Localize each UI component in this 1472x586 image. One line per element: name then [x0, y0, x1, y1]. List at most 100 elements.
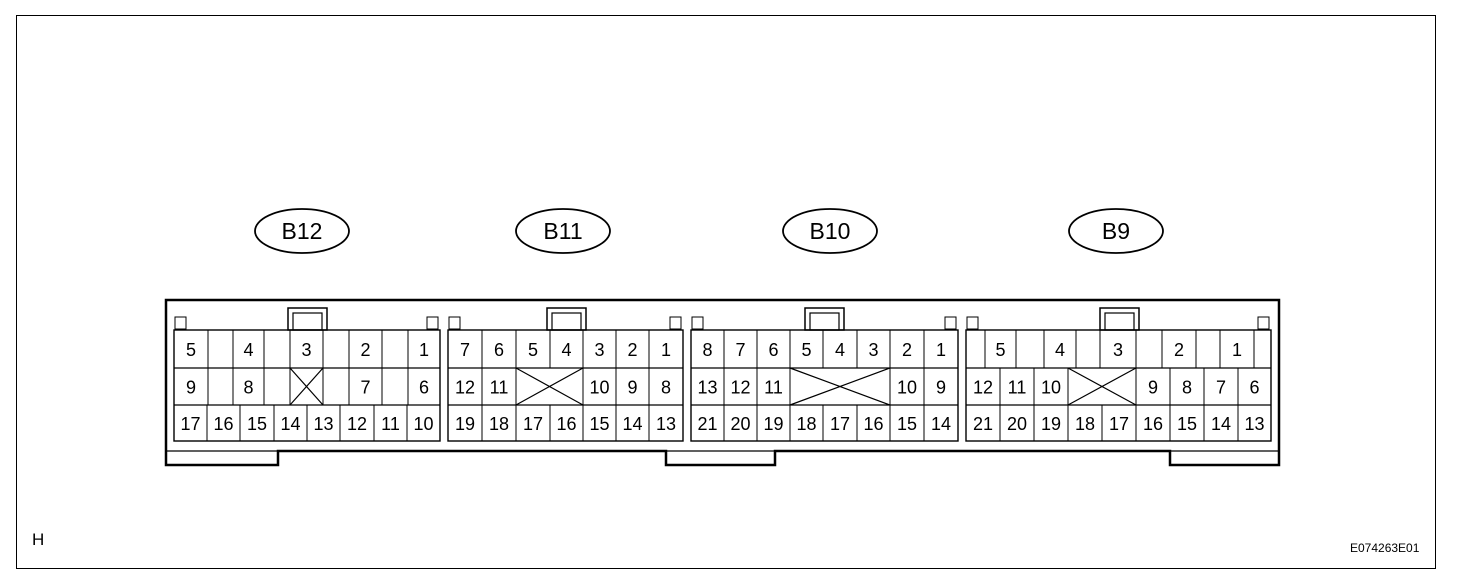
terminal-number: 4: [561, 340, 571, 360]
terminal-number: 16: [213, 414, 233, 434]
terminal-number: 17: [830, 414, 850, 434]
guide-notch: [448, 316, 461, 330]
terminal-number: 10: [589, 378, 609, 398]
terminal-block: [690, 329, 959, 442]
terminal-number: 5: [995, 340, 1005, 360]
terminal-number: 2: [627, 340, 637, 360]
terminal-number: 6: [1249, 378, 1259, 398]
terminal-number: 6: [768, 340, 778, 360]
terminal-number: 20: [730, 414, 750, 434]
terminal-number: 12: [973, 378, 993, 398]
corner-label: H: [32, 530, 45, 549]
terminal-number: 14: [1211, 414, 1231, 434]
terminal-number: 14: [622, 414, 642, 434]
terminal-number: 3: [594, 340, 604, 360]
terminal-number: 10: [1041, 378, 1061, 398]
terminal-number: 19: [763, 414, 783, 434]
terminal-number: 5: [801, 340, 811, 360]
terminal-number: 11: [490, 378, 509, 398]
terminal-number: 15: [589, 414, 609, 434]
terminal-number: 11: [1008, 378, 1027, 398]
terminal-number: 13: [313, 414, 333, 434]
connector-label: B11: [543, 218, 582, 244]
terminal-number: 14: [931, 414, 951, 434]
terminal-number: 2: [1174, 340, 1184, 360]
terminal-number: 16: [1143, 414, 1163, 434]
terminal-number: 17: [180, 414, 200, 434]
connector-label-oval: [1068, 208, 1164, 254]
guide-notch: [691, 316, 704, 330]
terminal-number: 15: [247, 414, 267, 434]
connector-housing: [164, 298, 1281, 467]
terminal-number: 5: [186, 340, 196, 360]
terminal-number: 3: [301, 340, 311, 360]
unused-cavity-mark: [789, 367, 891, 406]
unused-cavity-mark: [289, 367, 324, 406]
terminal-number: 19: [1041, 414, 1061, 434]
terminal-number: 5: [528, 340, 538, 360]
guide-notch: [426, 316, 439, 330]
terminal-number: 3: [868, 340, 878, 360]
terminal-number: 16: [556, 414, 576, 434]
terminal-number: 1: [419, 340, 429, 360]
terminal-number: 9: [186, 378, 196, 398]
terminal-number: 4: [243, 340, 253, 360]
terminal-number: 8: [243, 378, 253, 398]
terminal-block: [965, 329, 1272, 442]
guide-notch: [944, 316, 957, 330]
terminal-number: 8: [661, 378, 671, 398]
unused-cavity-mark: [515, 367, 584, 406]
terminal-number: 1: [1232, 340, 1242, 360]
terminal-number: 13: [697, 378, 717, 398]
guide-notch: [966, 316, 979, 330]
terminal-number: 7: [460, 340, 470, 360]
terminal-number: 20: [1007, 414, 1027, 434]
terminal-number: 12: [730, 378, 750, 398]
terminal-number: 4: [1055, 340, 1065, 360]
lock-tab: [287, 307, 328, 331]
connector-label-oval: [782, 208, 878, 254]
terminal-number: 12: [455, 378, 475, 398]
terminal-number: 2: [360, 340, 370, 360]
terminal-number: 9: [1148, 378, 1158, 398]
terminal-number: 18: [796, 414, 816, 434]
terminal-number: 1: [936, 340, 946, 360]
terminal-number: 15: [897, 414, 917, 434]
terminal-number: 10: [897, 378, 917, 398]
terminal-number: 13: [656, 414, 676, 434]
terminal-number: 10: [413, 414, 433, 434]
terminal-number: 7: [735, 340, 745, 360]
terminal-number: 21: [973, 414, 993, 434]
terminal-number: 7: [1216, 378, 1226, 398]
terminal-number: 18: [489, 414, 509, 434]
terminal-number: 21: [697, 414, 717, 434]
figure-code: E074263E01: [1350, 541, 1420, 555]
connector-label: B12: [282, 218, 323, 244]
terminal-number: 16: [863, 414, 883, 434]
terminal-number: 11: [381, 414, 400, 434]
terminal-block: [447, 329, 684, 442]
lock-tab: [546, 307, 587, 331]
diagram-frame: [16, 15, 1436, 569]
terminal-number: 9: [936, 378, 946, 398]
terminal-number: 11: [764, 378, 783, 398]
terminal-number: 17: [1109, 414, 1129, 434]
terminal-number: 19: [455, 414, 475, 434]
terminal-number: 1: [661, 340, 671, 360]
guide-notch: [669, 316, 682, 330]
connector-label: B9: [1102, 218, 1130, 244]
lock-tab: [804, 307, 845, 331]
terminal-number: 6: [419, 378, 429, 398]
terminal-number: 15: [1177, 414, 1197, 434]
terminal-number: 7: [360, 378, 370, 398]
terminal-number: 9: [627, 378, 637, 398]
terminal-number: 8: [1182, 378, 1192, 398]
terminal-number: 8: [702, 340, 712, 360]
terminal-number: 13: [1244, 414, 1264, 434]
lock-tab: [1099, 307, 1140, 331]
guide-notch: [174, 316, 187, 330]
